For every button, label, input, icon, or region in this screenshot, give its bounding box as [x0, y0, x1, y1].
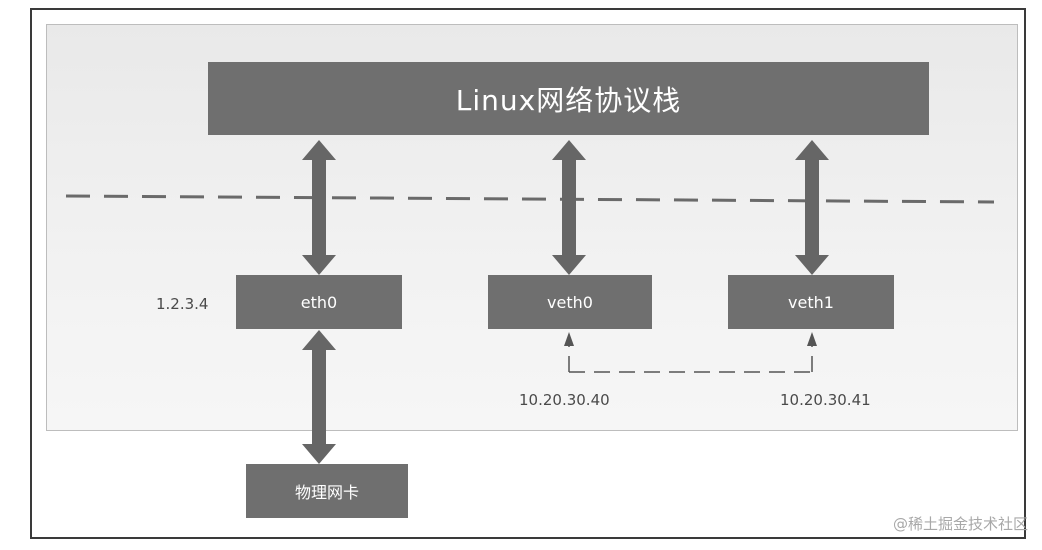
linux-network-stack-box: Linux网络协议栈: [208, 62, 929, 135]
veth0-box: veth0: [488, 275, 652, 329]
physical-nic-label: 物理网卡: [294, 483, 359, 502]
eth0-box: eth0: [236, 275, 402, 329]
veth1-label: veth1: [788, 292, 834, 312]
veth1-ip-label: 10.20.30.41: [780, 391, 871, 409]
physical-nic-box: 物理网卡: [246, 464, 408, 518]
eth0-ip-label: 1.2.3.4: [156, 295, 209, 313]
linux-network-stack-label: Linux网络协议栈: [455, 83, 682, 117]
watermark: @稀土掘金技术社区: [892, 515, 1028, 533]
eth0-label: eth0: [300, 292, 338, 312]
veth0-ip-label: 10.20.30.40: [519, 391, 610, 409]
veth0-label: veth0: [547, 292, 593, 312]
veth1-box: veth1: [728, 275, 894, 329]
